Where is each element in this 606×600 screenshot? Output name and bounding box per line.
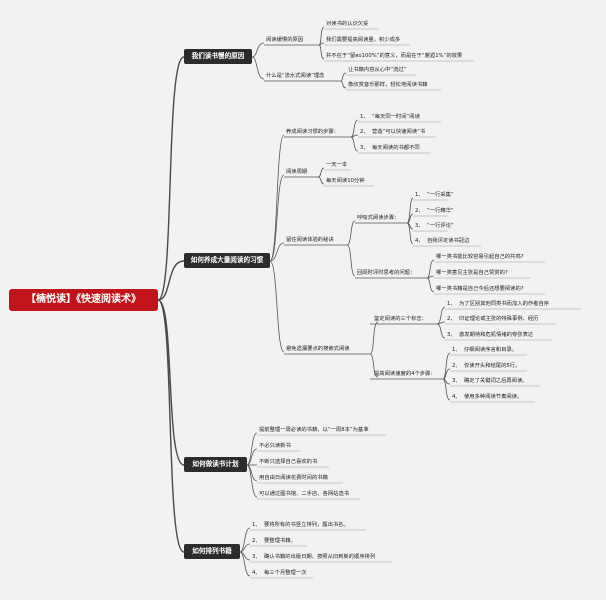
link-b3-i5 <box>246 464 258 498</box>
link-b2-c1 <box>269 134 285 262</box>
link-b2c1-i1 <box>350 119 359 138</box>
b2-c1-label[interactable]: 养成阅读习惯的步骤： <box>286 129 339 135</box>
b2-c2-label[interactable]: 阅读周期 <box>286 169 308 175</box>
link-root-b2 <box>157 260 185 301</box>
branch-reading-slow[interactable]: 我们读书慢的原因 <box>184 49 252 64</box>
branch-reading-habit[interactable]: 如何养成大量阅读的习惯 <box>184 253 270 268</box>
b2-c4-g2-item[interactable]: 1、仔细阅读序言和目录。 <box>452 347 517 353</box>
link-b4-i2 <box>239 543 251 553</box>
b1-c2-item[interactable]: 让书籍内容从心中“流过” <box>348 67 407 73</box>
b1-c1-item[interactable]: 并不在于“留во100%”的意义，而是在于“邂逅1%”的效果 <box>326 53 463 59</box>
link-b1-c2 <box>251 56 265 80</box>
b4-item[interactable]: 1、要将所有的书竖立排列，露出书名。 <box>252 522 349 528</box>
link-b2c4g1-i1 <box>436 306 446 325</box>
link-b2c3g1-i4 <box>406 222 414 245</box>
link-b4-i4 <box>239 551 251 577</box>
link-b2c4-g1 <box>369 321 379 355</box>
root-node[interactable]: 【楠悦读】《快速阅读术》 <box>9 289 158 311</box>
b2-c3-g1-item[interactable]: 3、“一行评论” <box>415 223 454 229</box>
link-b2c4-g2 <box>369 353 379 378</box>
link-b3-i2 <box>246 448 258 466</box>
link-b2c4g2-i1 <box>442 352 451 380</box>
b3-item[interactable]: 不断只选择自己喜欢的书 <box>259 459 318 465</box>
b1-c2-item[interactable]: 像欣赏音乐那样，轻松地阅读书籍 <box>348 82 428 88</box>
b2-c2-item[interactable]: 每天阅读10分钟 <box>326 178 365 184</box>
b2-c4-g1-item[interactable]: 1、为了区别其他同类书而加入的作者自序 <box>447 301 550 307</box>
link-b2c3g2-i3 <box>426 277 435 293</box>
link-b1c1-i1 <box>318 26 325 46</box>
link-b2c1-i3 <box>350 136 359 152</box>
b4-item[interactable]: 4、每三个月整理一次 <box>252 570 307 576</box>
link-b2c3-g1 <box>346 220 356 246</box>
link-b1c2-i2 <box>340 80 347 89</box>
b3-item[interactable]: 可以通过图书馆、二手店、各网站选书 <box>259 491 350 497</box>
b1-c1-item[interactable]: 对读书的认识欠妥 <box>326 21 369 27</box>
link-b1c2-i1 <box>340 72 347 82</box>
b2-c4-g2-item[interactable]: 4、使用多种阅读节奏阅读。 <box>452 394 523 400</box>
b2-c4-label[interactable]: 避免遗漏要点的搜索式阅读 <box>286 346 350 352</box>
link-b2c4g1-i3 <box>436 323 446 339</box>
link-root-b3 <box>157 299 185 466</box>
b2-c3-g2-label[interactable]: 回顾时评时思考的问题： <box>357 270 416 276</box>
b4-item[interactable]: 2、要整理书籍。 <box>252 538 296 544</box>
b2-c4-g1-label[interactable]: 鉴定阅读的三个标志： <box>374 316 427 322</box>
link-b1-c1 <box>251 42 265 58</box>
b2-c3-g1-label[interactable]: 呼吸式阅读步骤： <box>357 215 400 221</box>
b2-c4-g2-item[interactable]: 2、仅读开头和结尾的5行。 <box>452 363 521 369</box>
b2-c3-g2-item[interactable]: 哪一类意见主张是自己赞赏的? <box>436 270 508 276</box>
b2-c1-item[interactable]: 2、营造“可以快速阅读”书 <box>360 129 426 135</box>
link-root-b1 <box>157 56 185 301</box>
link-b2c4g2-i4 <box>442 378 451 401</box>
b2-c3-g1-item[interactable]: 1、“一行采集” <box>415 192 454 198</box>
b2-c3-g1-item[interactable]: 4、自我评定读书冠边 <box>415 238 470 244</box>
b3-item[interactable]: 用自由日阅读花费时间的书籍 <box>259 475 328 481</box>
link-b2-c2 <box>269 174 285 262</box>
b2-c4-g2-item[interactable]: 3、确定了关键词之后再阅读。 <box>452 378 528 384</box>
link-b2c3-g2 <box>346 244 356 277</box>
link-b2c3g1-i1 <box>406 197 414 224</box>
b1-c2-label[interactable]: 什么是“流水式阅读”理念 <box>266 73 325 79</box>
b2-c4-g1-item[interactable]: 2、印证理论或主张的特殊事例、经历 <box>447 316 539 322</box>
link-b3-i1 <box>246 432 258 466</box>
b2-c4-g1-item[interactable]: 3、激发期待和危机情绪的夸张表达 <box>447 332 534 338</box>
link-b2c2-i1 <box>317 167 325 178</box>
branch-arrange-books[interactable]: 如何排列书籍 <box>184 544 240 559</box>
b2-c3-g2-item[interactable]: 哪一类书能比较容易引起自己的共鸣? <box>436 254 524 260</box>
b3-item[interactable]: 提前整理一周必读的书籍，以“一周8本”为基准 <box>259 427 369 433</box>
b1-c1-item[interactable]: 我们需要提高阅读量，积少成多 <box>326 37 401 43</box>
link-b2c2-i2 <box>317 176 325 185</box>
b2-c4-g2-label[interactable]: 提高阅读速度的4个步骤： <box>374 371 436 377</box>
b2-c1-item[interactable]: 3、每天阅读的书都不同 <box>360 145 420 151</box>
b3-item[interactable]: 不必只读新书 <box>259 443 291 449</box>
b2-c1-item[interactable]: 1、“每天同一时间”阅读 <box>360 114 420 120</box>
b2-c3-label[interactable]: 留住阅读体验的秘诀 <box>286 237 334 243</box>
branch-reading-plan[interactable]: 如何做读书计划 <box>184 457 247 472</box>
link-b2-c4 <box>269 260 285 353</box>
link-b2c3g2-i1 <box>426 259 435 279</box>
link-root-b4 <box>157 299 185 553</box>
link-b1c1-i3 <box>318 44 325 60</box>
b1-c1-label[interactable]: 阅读缓慢的原因 <box>266 37 304 43</box>
b2-c2-item[interactable]: 一天一本 <box>326 162 348 168</box>
link-b4-i1 <box>239 527 251 553</box>
b4-item[interactable]: 3、确认书籍的出版日期，按照从旧到新的顺序排列 <box>252 554 376 560</box>
b2-c3-g2-item[interactable]: 哪一类书籍是自己今后还想要阅读的? <box>436 286 524 292</box>
link-b3-i4 <box>246 464 258 482</box>
b2-c3-g1-item[interactable]: 2、“一行精华” <box>415 208 454 214</box>
link-b2-c3 <box>269 242 285 262</box>
